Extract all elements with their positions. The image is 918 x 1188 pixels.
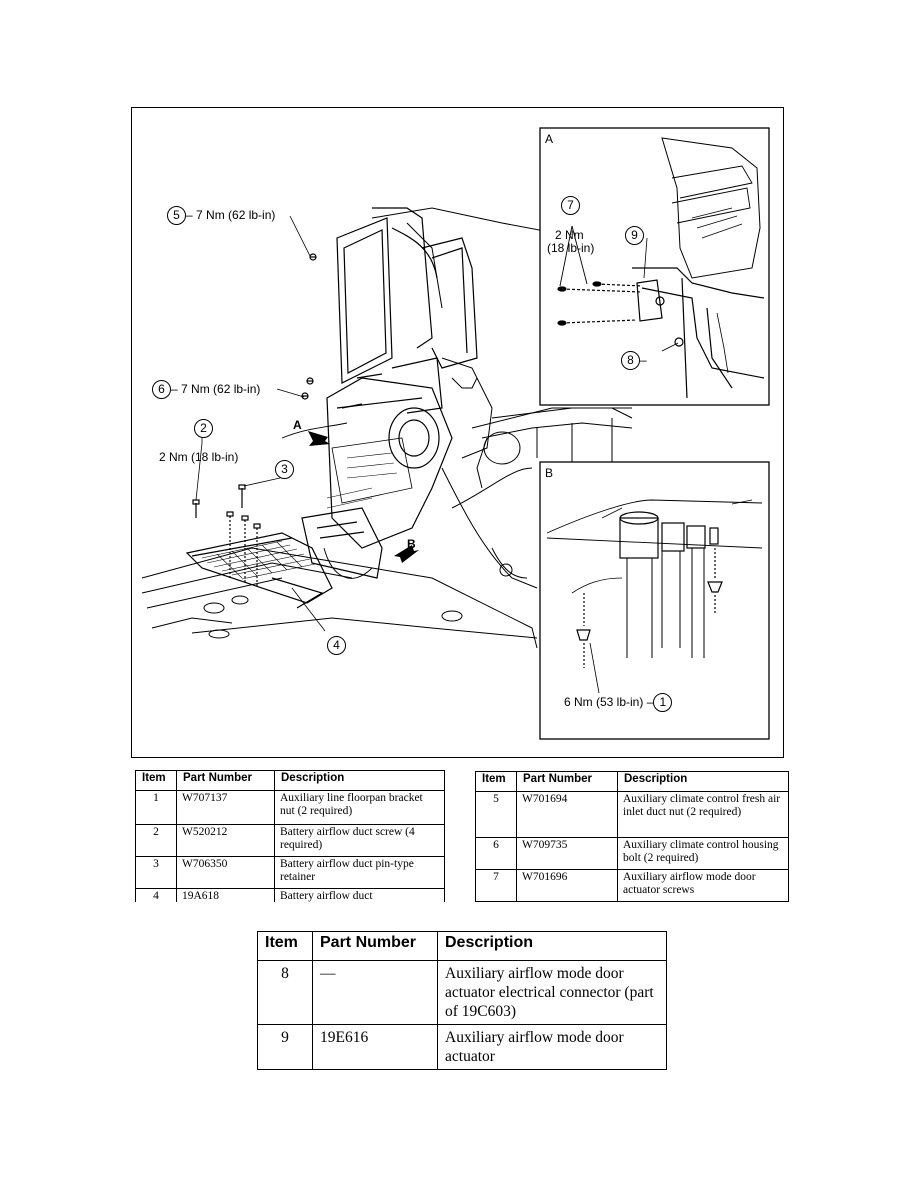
description-cell: Auxiliary airflow mode door actuator [437, 1024, 667, 1070]
item-cell: 6 [475, 837, 517, 870]
part-number-cell: 19A618 [176, 888, 275, 902]
description-cell: Battery airflow duct screw (4 required) [274, 824, 445, 857]
item-cell: 7 [475, 869, 517, 902]
table-header-row: Item Part Number Description [475, 771, 789, 792]
callout-leaders [195, 215, 326, 632]
parts-table-left: Item Part Number Description 1 W707137 A… [135, 770, 445, 902]
column-header-item: Item [257, 931, 313, 961]
parts-table-continued: Item Part Number Description 8 — Auxilia… [257, 931, 667, 1070]
item-number-circle: 6 [152, 380, 171, 399]
column-header-description: Description [617, 771, 789, 792]
item-cell: 1 [135, 790, 177, 825]
item-cell: 2 [135, 824, 177, 857]
item-cell: 5 [475, 791, 517, 838]
loose-fasteners [301, 253, 383, 409]
item-cell: 9 [257, 1024, 313, 1070]
column-header-part-number: Part Number [312, 931, 438, 961]
table-row: 5 W701694 Auxiliary climate control fres… [475, 791, 789, 838]
table-row: 8 — Auxiliary airflow mode door actuator… [257, 960, 667, 1025]
inset-b-label: B [545, 466, 554, 480]
item-number-circle: 1 [653, 693, 673, 712]
inset-a [539, 127, 770, 406]
duct-screws [192, 484, 261, 588]
table-header-row: Item Part Number Description [257, 931, 667, 961]
description-cell: Battery airflow duct pin-type retainer [274, 856, 445, 889]
item-cell: 8 [257, 960, 313, 1025]
item-cell: 3 [135, 856, 177, 889]
climate-control-housing [301, 207, 478, 579]
table-row: 3 W706350 Battery airflow duct pin-type … [135, 856, 445, 889]
callout-item-5: 5– 7 Nm (62 lb-in) [167, 206, 275, 225]
callout-item-2-torque: 2 Nm (18 lb-in) [159, 450, 239, 464]
description-cell: Battery airflow duct [274, 888, 445, 902]
parts-table-left-clip: Item Part Number Description 1 W707137 A… [135, 770, 447, 902]
callout-item-2-number: 2 [194, 419, 213, 438]
parts-table-right: Item Part Number Description 5 W701694 A… [475, 771, 789, 902]
description-cell: Auxiliary climate control fresh air inle… [617, 791, 789, 838]
callout-item-7-torque: 2 Nm [555, 228, 584, 242]
table-header-row: Item Part Number Description [135, 770, 445, 791]
floor-pan [141, 547, 538, 649]
callout-item-7-number: 7 [561, 196, 580, 215]
exploded-view-figure: A B A B 5– 7 Nm (62 lb-in) 6– 7 Nm (62 l… [131, 107, 784, 758]
item-cell: 4 [135, 888, 177, 902]
wiring-harness [281, 422, 373, 579]
parts-table-right-clip: Item Part Number Description 5 W701694 A… [475, 771, 791, 903]
table-row: 1 W707137 Auxiliary line floorpan bracke… [135, 790, 445, 825]
part-number-cell: W520212 [176, 824, 275, 857]
callout-item-6: 6– 7 Nm (62 lb-in) [152, 380, 260, 399]
part-number-cell: W701696 [516, 869, 618, 902]
column-header-item: Item [475, 771, 517, 792]
table-row: 4 19A618 Battery airflow duct [135, 888, 445, 902]
column-header-part-number: Part Number [176, 770, 275, 791]
view-arrow-a-label: A [293, 418, 302, 432]
description-cell: Auxiliary airflow mode door actuator scr… [617, 869, 789, 902]
vehicle-body [371, 207, 633, 589]
part-number-cell: W706350 [176, 856, 275, 889]
inset-a-label: A [545, 132, 554, 146]
callout-item-3: 3 [275, 460, 294, 479]
callout-item-7-torque-lbin: (18 lb-in) [547, 241, 595, 255]
torque-spec: 7 Nm (62 lb-in) [196, 208, 276, 222]
part-number-cell: — [312, 960, 438, 1025]
column-header-description: Description [437, 931, 667, 961]
item-number-circle: 5 [167, 206, 186, 225]
part-number-cell: W709735 [516, 837, 618, 870]
torque-spec: 7 Nm (62 lb-in) [181, 382, 261, 396]
table-row: 7 W701696 Auxiliary airflow mode door ac… [475, 869, 789, 902]
callout-item-8: 8– [621, 351, 647, 370]
inset-b [539, 461, 770, 740]
component-line-drawing [141, 127, 770, 740]
battery-airflow-duct-tray [185, 532, 333, 609]
view-arrows [308, 431, 419, 563]
part-number-cell: W707137 [176, 790, 275, 825]
table-row: 6 W709735 Auxiliary climate control hous… [475, 837, 789, 870]
column-header-item: Item [135, 770, 177, 791]
column-header-part-number: Part Number [516, 771, 618, 792]
description-cell: Auxiliary airflow mode door actuator ele… [437, 960, 667, 1025]
torque-spec: 6 Nm (53 lb-in) [564, 695, 644, 709]
column-header-description: Description [274, 770, 445, 791]
table-row: 2 W520212 Battery airflow duct screw (4 … [135, 824, 445, 857]
part-number-cell: W701694 [516, 791, 618, 838]
part-number-cell: 19E616 [312, 1024, 438, 1070]
view-arrow-b-label: B [407, 537, 416, 551]
description-cell: Auxiliary climate control housing bolt (… [617, 837, 789, 870]
callout-item-9: 9 [625, 226, 644, 245]
callout-item-4: 4 [327, 636, 346, 655]
callout-item-1: 6 Nm (53 lb-in) –1 [564, 693, 673, 712]
table-row: 9 19E616 Auxiliary airflow mode door act… [257, 1024, 667, 1070]
description-cell: Auxiliary line floorpan bracket nut (2 r… [274, 790, 445, 825]
